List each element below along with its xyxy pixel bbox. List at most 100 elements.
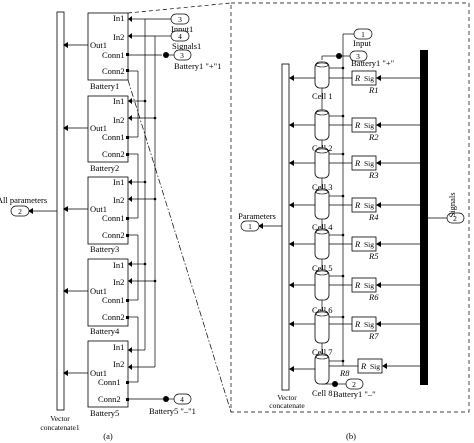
port-conn1: Conn1	[98, 377, 121, 387]
port-in1: In1	[113, 342, 124, 352]
port-conn1: Conn1	[102, 295, 125, 305]
sig-label: Sig	[364, 281, 374, 290]
panel-b: Vector concatenate 1 Parameters 2 Signal…	[230, 2, 470, 441]
battery1-plus-port: 3 Battery1 "+"1	[163, 49, 221, 71]
input-num: 1	[361, 30, 365, 39]
vector-concatenate-block	[281, 63, 290, 391]
signals-label: Signals	[447, 192, 457, 217]
input-taps	[128, 16, 171, 370]
input-label: Input	[353, 38, 372, 48]
r-label: R	[354, 239, 361, 249]
port-conn1: Conn1	[102, 213, 125, 223]
sig-label: Sig	[364, 240, 374, 249]
conn-chain	[126, 53, 163, 401]
cell-block	[314, 61, 330, 89]
r-label: R	[354, 120, 361, 130]
cell-8: Cell 8 R Sig R8	[289, 353, 420, 398]
battery-5: In1 In2 Out1 Conn1 Conn2 Battery5	[87, 340, 129, 418]
zoom-line-bottom	[127, 79, 232, 413]
port-conn1: Conn1	[102, 132, 125, 142]
signals-bus-bar	[420, 50, 428, 385]
port-in2: In2	[113, 32, 124, 42]
parameters-num: 1	[248, 222, 252, 231]
mux-label-line2: concatenate1	[40, 423, 79, 432]
sig-label: Sig	[364, 201, 374, 210]
r-name: R3	[368, 170, 378, 180]
port-out1: Out1	[90, 368, 107, 378]
cell-4: Cell 4 R Sig R4	[289, 188, 420, 232]
battery-label: Battery4	[90, 326, 120, 336]
battery1-minus-label: Battery1 "–"	[333, 389, 376, 399]
all-parameters-port	[10, 205, 30, 217]
sig-label: Sig	[370, 362, 380, 371]
input-port: 1 Input	[342, 28, 373, 366]
cell-label: Cell 8	[312, 388, 333, 398]
parameters-port	[240, 220, 260, 232]
sig-label: Sig	[364, 121, 374, 130]
battery1-plus-num: 3	[356, 52, 360, 61]
port-in2: In2	[113, 277, 124, 287]
port-conn2: Conn2	[102, 230, 125, 240]
port-in1: In1	[113, 13, 124, 23]
r-label: R	[354, 200, 361, 210]
r-label: R	[354, 319, 361, 329]
signals-num: 2	[453, 214, 457, 223]
battery-3: In1 In2 Out1 Conn1 Conn2 Battery3	[87, 176, 129, 254]
battery-block	[87, 340, 129, 408]
out-wires	[63, 42, 88, 376]
battery1-plus-label: Battery1 "+"1	[174, 61, 221, 71]
port-in1: In1	[113, 177, 124, 187]
cell-2: Cell 2 R Sig R2	[289, 109, 420, 153]
signals1-label: Signals1	[172, 41, 201, 51]
battery-1: In1 In2 Out1 Conn1 Conn2 Battery1	[87, 12, 129, 91]
signals1-num: 4	[178, 32, 182, 41]
vector-concatenate1-block	[56, 11, 65, 411]
port-out1: Out1	[90, 40, 107, 50]
port-in1: In1	[113, 260, 124, 270]
battery-label: Battery1	[90, 81, 119, 91]
input1-port: 3 Input1	[170, 13, 193, 34]
battery-block	[87, 258, 129, 327]
battery5-minus-port: 4 Battery5 "–"1	[149, 393, 196, 416]
battery-label: Battery2	[90, 163, 119, 173]
port-conn2: Conn2	[98, 394, 121, 404]
port-conn2: Conn2	[102, 66, 125, 76]
sig-label: Sig	[364, 320, 374, 329]
all-parameters-label: All parameters	[0, 195, 47, 205]
battery-label: Battery3	[90, 244, 119, 254]
r-name: R5	[368, 251, 378, 261]
battery1-plus-label: Battery1 "+"	[351, 58, 394, 68]
cell-6: Cell 6 R Sig R6	[289, 269, 420, 315]
battery-block	[87, 176, 129, 245]
battery-4: In1 In2 Out1 Conn1 Conn2 Battery4	[87, 258, 129, 336]
mux-label-line1: Vector	[50, 414, 70, 423]
mux-label-line1: Vector	[277, 393, 297, 402]
zoom-frame	[230, 2, 470, 413]
battery5-minus-label: Battery5 "–"1	[149, 406, 196, 416]
caption-a: (a)	[103, 431, 113, 441]
port-out1: Out1	[90, 123, 107, 133]
port-out1: Out1	[90, 204, 107, 214]
battery-block	[87, 12, 129, 81]
r-label: R	[354, 73, 361, 83]
port-conn1: Conn1	[102, 50, 125, 60]
parameters-label: Parameters	[238, 211, 276, 221]
r-label: R	[354, 280, 361, 290]
port-in2: In2	[113, 359, 124, 369]
panel-a: Vector concatenate1 2 All parameters In1…	[0, 11, 221, 441]
r-name: R7	[368, 331, 379, 341]
all-parameters-num: 2	[18, 207, 22, 216]
r-name: R6	[368, 292, 379, 302]
r-name: R8	[339, 368, 350, 378]
r-label: R	[354, 158, 361, 168]
battery-label: Battery5	[90, 408, 119, 418]
caption-b: (b)	[346, 431, 356, 441]
input1-label: Input1	[171, 24, 193, 34]
sig-label: Sig	[364, 74, 374, 83]
battery-2: In1 In2 Out1 Conn1 Conn2 Battery2	[87, 95, 129, 173]
battery1-plus-port: 3 Battery1 "+"	[321, 50, 394, 68]
port-in2: In2	[113, 115, 124, 125]
signals-port	[446, 212, 465, 224]
cell-label: Cell 4	[312, 222, 333, 232]
cell-7: Cell 7 R Sig R7	[289, 310, 420, 357]
